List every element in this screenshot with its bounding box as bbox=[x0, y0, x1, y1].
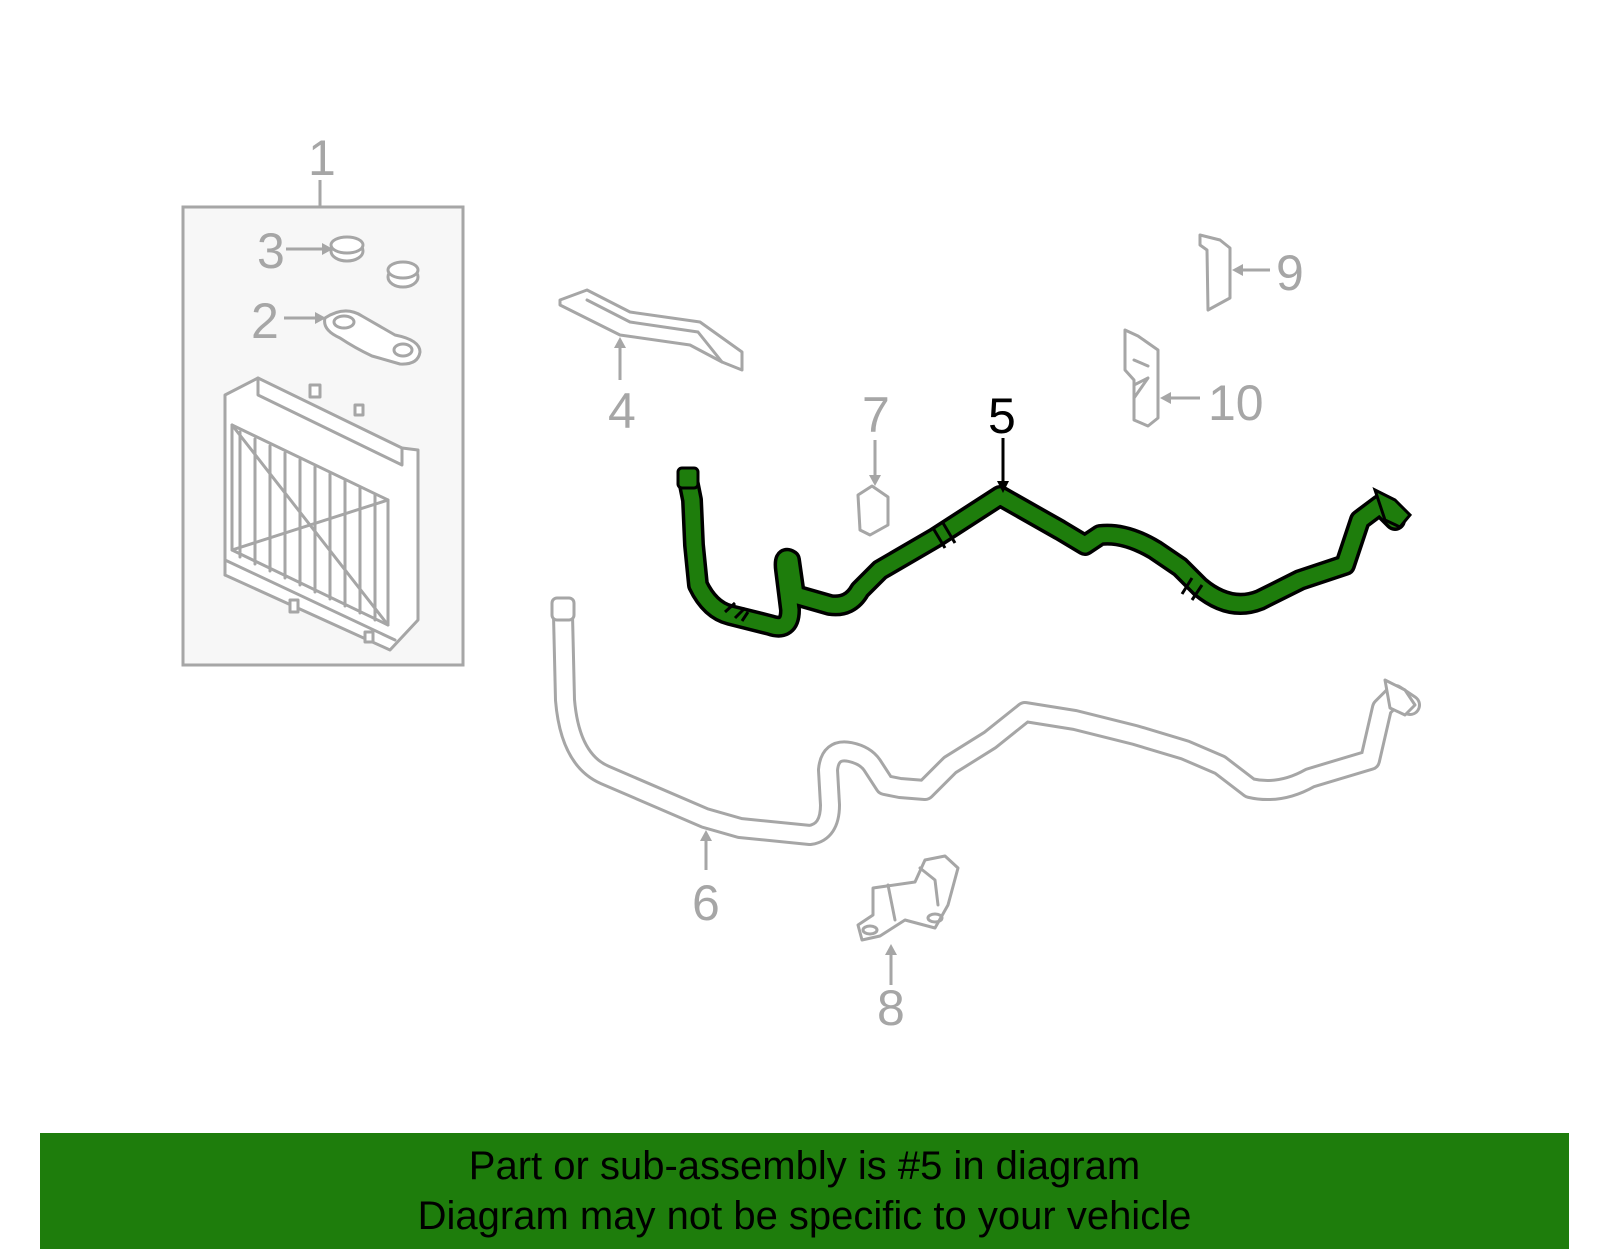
callout-9[interactable]: 9 bbox=[1276, 245, 1304, 301]
banner-line-1: Part or sub-assembly is #5 in diagram bbox=[468, 1144, 1141, 1188]
callout-10[interactable]: 10 bbox=[1208, 375, 1264, 431]
bracket-9-part[interactable] bbox=[1198, 233, 1232, 312]
mount-8-part[interactable] bbox=[856, 854, 960, 942]
bracket-10-part[interactable] bbox=[1123, 328, 1160, 428]
bracket-part[interactable] bbox=[323, 309, 422, 366]
callout-8[interactable]: 8 bbox=[877, 980, 905, 1036]
reinforcement-part[interactable] bbox=[558, 288, 744, 372]
clip-7-part[interactable] bbox=[856, 484, 890, 537]
callout-7[interactable]: 7 bbox=[862, 387, 890, 443]
callout-6[interactable]: 6 bbox=[692, 875, 720, 931]
callout-3[interactable]: 3 bbox=[257, 223, 285, 279]
callout-5[interactable]: 5 bbox=[988, 388, 1016, 444]
radiator-part[interactable] bbox=[223, 376, 420, 652]
banner-line-2: Diagram may not be specific to your vehi… bbox=[417, 1194, 1192, 1238]
callout-1[interactable]: 1 bbox=[308, 130, 336, 186]
info-banner: Part or sub-assembly is #5 in diagram Di… bbox=[40, 1133, 1569, 1249]
oil-cooler-hose-part[interactable] bbox=[676, 466, 1413, 638]
hose-6-part[interactable] bbox=[550, 596, 1421, 846]
radiator-assembly-group[interactable] bbox=[181, 180, 465, 667]
grommet-part[interactable] bbox=[329, 235, 420, 289]
callout-2[interactable]: 2 bbox=[251, 293, 279, 349]
callout-4[interactable]: 4 bbox=[608, 383, 636, 439]
